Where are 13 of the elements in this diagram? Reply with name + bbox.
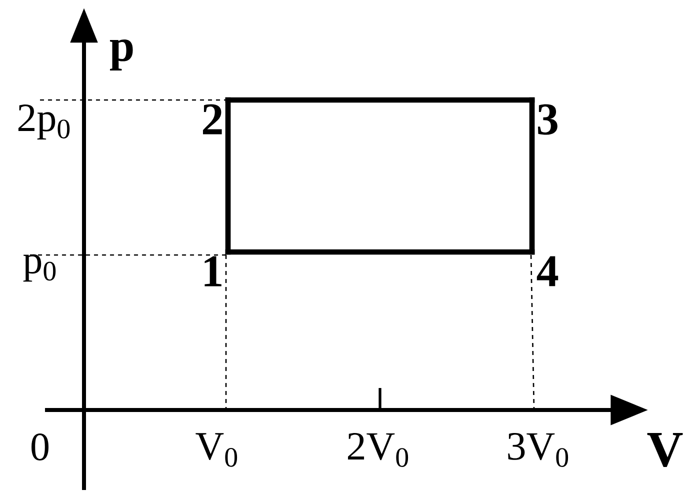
axis-label: 3V$_{0}$ <box>508 433 568 467</box>
axis-label: p$_{0}$ <box>23 254 56 282</box>
axis-label: V$_{0}$ <box>196 433 238 467</box>
axis-label: 0 <box>32 434 48 460</box>
state-label: 3 <box>538 104 558 135</box>
axis-label: p <box>110 40 133 71</box>
state-label: 4 <box>536 256 558 286</box>
axis-label: V <box>647 433 683 467</box>
state-label: 2 <box>202 104 222 134</box>
axis-label: 2p$_{0}$ <box>18 104 70 140</box>
axis-label: 2V$_{0}$ <box>348 433 408 467</box>
cycle-line <box>225 249 535 255</box>
state-label: 1 <box>204 256 222 286</box>
